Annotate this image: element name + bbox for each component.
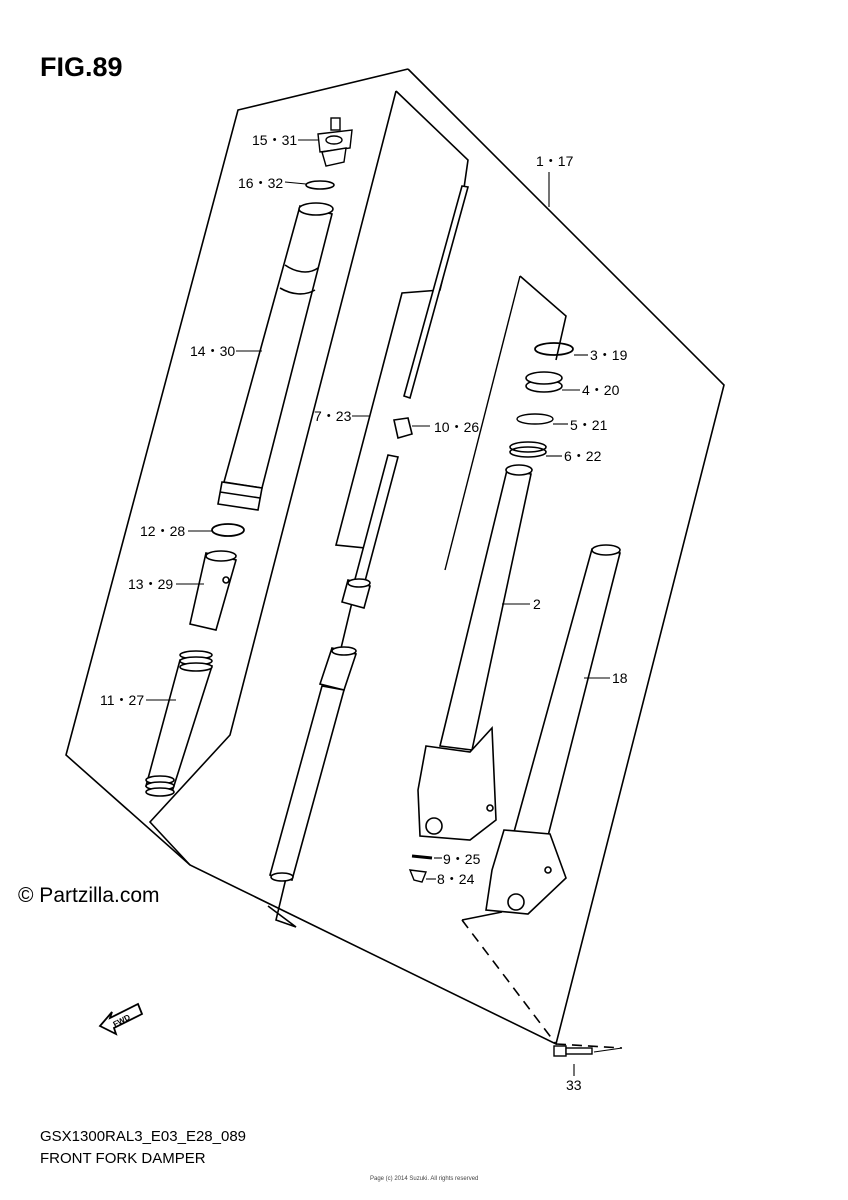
callout-2: 2 [533,596,541,612]
part-ring-12 [211,523,245,537]
part-bushing-6 [509,441,547,458]
callout-9: 9・25 [443,851,481,867]
part-adjuster-15 [317,117,353,167]
footer-note: Page (c) 2014 Suzuki. All rights reserve… [370,1176,479,1182]
callout-33: 33 [566,1077,582,1093]
figure-title: FIG.89 [40,52,123,82]
callout-13: 13・29 [128,576,173,592]
watermark: © Partzilla.com [18,884,160,907]
callout-8: 8・24 [437,871,475,887]
part-spring-11 [145,650,214,797]
fwd-arrow-icon: FWD [98,1002,144,1036]
part-clip-5 [516,413,554,425]
callout-4: 4・20 [582,382,620,398]
part-oil-seal-4 [525,371,563,393]
callout-16: 16・32 [238,175,283,191]
part-oring-9 [411,854,433,860]
part-sleeve-13 [189,550,238,631]
part-outer-tube-14 [217,202,334,511]
part-seal-3 [534,342,574,356]
callout-15: 15・31 [252,132,297,148]
model-code: GSX1300RAL3_E03_E28_089 [40,1128,247,1145]
callout-6: 6・22 [564,448,602,464]
callout-7: 7・23 [314,408,352,424]
callout-1: 1・17 [536,153,574,169]
dashed-leader-33 [555,1043,623,1049]
part-inner-tube-18 [485,544,621,915]
callout-5: 5・21 [570,417,608,433]
figure-caption: FRONT FORK DAMPER [40,1150,206,1167]
inner-boundary [267,90,469,928]
callout-3: 3・19 [590,347,628,363]
right-boundary [519,275,567,361]
callout-14: 14・30 [190,343,235,359]
part-damper-rod-7 [269,185,470,882]
part-inner-tube-2 [417,464,533,841]
leader-lines [146,139,610,1076]
callout-11: 11・27 [100,692,144,708]
part-bolt-8 [408,869,427,883]
outer-boundary [65,68,725,1046]
part-nut-10 [393,417,413,440]
part-bolt-33 [553,1045,593,1057]
callout-12: 12・28 [140,523,185,539]
callout-18: 18 [612,670,628,686]
callout-10: 10・26 [434,419,479,435]
left-boundary [148,90,397,866]
part-oring-16 [305,180,335,190]
